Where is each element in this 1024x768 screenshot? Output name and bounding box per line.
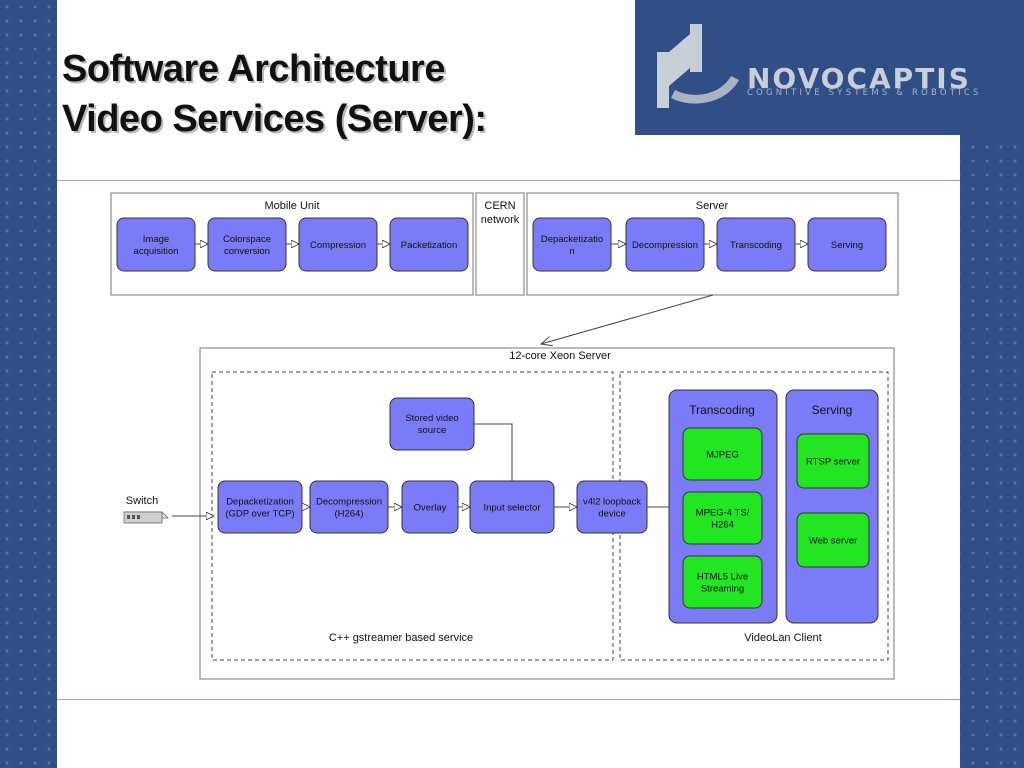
server-step-4-label: Serving (831, 240, 863, 251)
pipeline-step-5-label: v4l2 loopback (583, 496, 641, 507)
serving-item-2-box (796, 512, 870, 568)
server-label: Server (696, 200, 729, 212)
mobile-unit-label: Mobile Unit (264, 200, 319, 212)
stored-video-line-1: Stored video (405, 413, 458, 424)
serving-item-1-box (796, 433, 870, 489)
server-step-2: Decompression (625, 217, 705, 272)
mobile-step-4-label: Packetization (401, 240, 458, 251)
pipeline-step-3: Overlay (401, 480, 459, 534)
gstreamer-label: C++ gstreamer based service (329, 632, 473, 644)
transcoding-item-1-box (682, 427, 763, 481)
serving-item-2: Web server (796, 512, 870, 568)
pipeline-step-1-label: (GDP over TCP) (225, 508, 294, 519)
transcoding-item-2-label: H264 (711, 519, 734, 530)
xeon-server-label: 12-core Xeon Server (509, 350, 611, 362)
server-step-4: Serving (807, 217, 887, 272)
stored-video-line-2: source (418, 425, 447, 436)
top-divider (57, 180, 960, 181)
bottom-divider (57, 699, 960, 700)
server-step-3: Transcoding (716, 217, 796, 272)
mobile-step-2-label: conversion (224, 246, 270, 257)
mobile-step-1-label: Image (143, 234, 169, 245)
gstreamer-pipeline: Depacketization(GDP over TCP)Decompressi… (217, 480, 669, 534)
transcoding-item-2-label: MPEG-4 TS/ (696, 507, 750, 518)
transcoding-item-2: MPEG-4 TS/H264 (682, 491, 763, 545)
pipeline-step-2-label: (H264) (334, 508, 363, 519)
pipeline-step-2-label: Decompression (316, 496, 382, 507)
pipeline-step-4: Input selector (469, 480, 555, 534)
logo-tagline: COGNITIVE SYSTEMS & ROBOTICS (747, 88, 982, 98)
pipeline-step-4-label: Input selector (483, 502, 540, 513)
mobile-step-2-label: Colorspace (223, 234, 271, 245)
logo-wordmark: NOVOCAPTIS (747, 62, 971, 95)
transcoding-item-2-box (682, 491, 763, 545)
stored-video-source-box (389, 397, 475, 451)
mobile-unit-steps: ImageacquisitionColorspaceconversionComp… (116, 217, 469, 272)
videolan-label: VideoLan Client (744, 632, 821, 644)
transcoding-item-3-box (682, 555, 763, 609)
pipeline-step-1: Depacketization(GDP over TCP) (217, 480, 303, 534)
transcoding-item-1-label: MJPEG (706, 449, 739, 460)
cern-label: CERN (484, 200, 515, 212)
title-line-1: Software Architecture (62, 48, 445, 90)
mobile-step-1-label: acquisition (134, 246, 179, 257)
pipeline-step-1-label: Depacketization (226, 496, 294, 507)
serving-title: Serving (812, 403, 853, 417)
network-label: network (481, 214, 520, 226)
transcoding-item-3-label: HTML5 Live (697, 571, 748, 582)
server-steps: Depacketization Decompression Transcoding S… (532, 217, 887, 272)
transcoding-title: Transcoding (689, 403, 755, 417)
server-to-xeon-arrow (541, 294, 714, 344)
transcoding-item-3-label: Streaming (701, 583, 744, 594)
title-line-2: Video Services (Server): (62, 98, 487, 140)
mobile-step-3-label: Compression (310, 240, 366, 251)
server-step-3-label: Transcoding (730, 240, 782, 251)
stored-video-connector (474, 423, 513, 481)
serving-item-1: RTSP server (796, 433, 870, 489)
server-step-1-label: n (569, 246, 574, 257)
server-step-2-label: Decompression (632, 240, 698, 251)
mobile-step-3: Compression (298, 217, 378, 272)
server-step-1-label: Depacketizatio (541, 234, 603, 245)
cern-network-container (475, 192, 525, 296)
pipeline-step-2: Decompression(H264) (309, 480, 389, 534)
transcoding-item-1: MJPEG (682, 427, 763, 481)
mobile-step-4: Packetization (389, 217, 469, 272)
slide-title: Software Architecture Video Services (Se… (62, 44, 487, 144)
serving-item-1-label: RTSP server (806, 456, 860, 467)
pipeline-step-3-label: Overlay (414, 502, 447, 513)
server-step-1: Depacketization (532, 217, 612, 272)
company-logo: NOVOCAPTIS COGNITIVE SYSTEMS & ROBOTICS (635, 0, 1024, 135)
logo-mark-icon (657, 24, 739, 108)
network-switch-icon (123, 511, 169, 524)
switch-label: Switch (126, 495, 158, 507)
serving-item-2-label: Web server (809, 535, 857, 546)
pipeline-step-5-label: device (598, 508, 625, 519)
serving-group (785, 389, 879, 624)
